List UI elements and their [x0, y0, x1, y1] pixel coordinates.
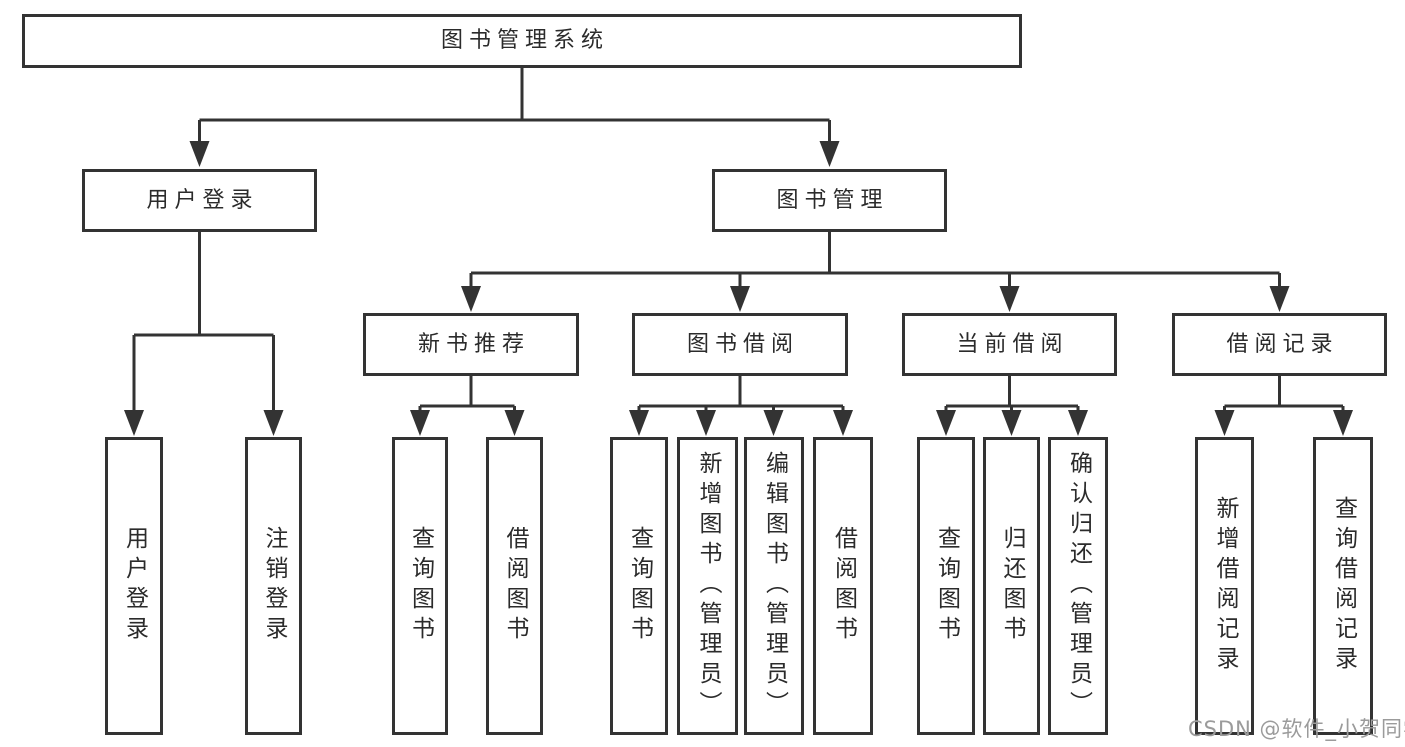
- leaf-add-book-admin: 新增图书（管理员）: [677, 437, 738, 735]
- leaf-label: 查询借阅记录: [1330, 496, 1357, 676]
- leaf-logout: 注销登录: [245, 437, 302, 735]
- node-label: 新书推荐: [417, 331, 530, 357]
- leaf-edit-book-admin: 编辑图书（管理员）: [744, 437, 804, 735]
- csdn-watermark: CSDN @软件_小贺同学: [1188, 717, 1405, 741]
- leaf-borrow-books-2: 借阅图书: [813, 437, 873, 735]
- leaf-label: 归还图书: [999, 526, 1025, 646]
- node-label: 图书管理: [776, 187, 889, 213]
- node-borrowing-records: 借阅记录: [1172, 313, 1387, 376]
- node-label: 当前借阅: [956, 331, 1069, 357]
- leaf-label: 确认归还（管理员）: [1065, 451, 1092, 721]
- node-current-borrowing: 当前借阅: [902, 313, 1117, 376]
- node-book-borrowing: 图书借阅: [632, 313, 848, 376]
- leaf-label: 查询图书: [407, 526, 434, 646]
- leaf-label: 新增借阅记录: [1212, 496, 1238, 676]
- leaf-query-books-3: 查询图书: [917, 437, 975, 735]
- leaf-return-book: 归还图书: [983, 437, 1040, 735]
- node-label: 借阅记录: [1226, 331, 1339, 357]
- leaf-confirm-return-admin: 确认归还（管理员）: [1048, 437, 1108, 735]
- node-label: 图书管理系统: [440, 28, 609, 53]
- leaf-query-books: 查询图书: [392, 437, 448, 735]
- leaf-borrow-books: 借阅图书: [486, 437, 543, 735]
- node-new-book-recommendation: 新书推荐: [363, 313, 579, 376]
- node-label: 用户登录: [146, 187, 259, 213]
- leaf-label: 编辑图书（管理员）: [761, 451, 788, 721]
- leaf-label: 新增图书（管理员）: [695, 451, 721, 721]
- leaf-label: 用户登录: [121, 526, 148, 646]
- node-library-management-system: 图书管理系统: [22, 14, 1022, 68]
- node-book-management: 图书管理: [712, 169, 947, 232]
- leaf-query-borrow-record: 查询借阅记录: [1313, 437, 1373, 735]
- leaf-label: 查询图书: [626, 526, 653, 646]
- leaf-user-login: 用户登录: [105, 437, 163, 735]
- leaf-add-borrow-record: 新增借阅记录: [1195, 437, 1254, 735]
- leaf-query-books-2: 查询图书: [610, 437, 668, 735]
- leaf-label: 注销登录: [261, 526, 287, 646]
- leaf-label: 借阅图书: [830, 526, 857, 646]
- node-label: 图书借阅: [686, 331, 799, 357]
- leaf-label: 查询图书: [933, 526, 960, 646]
- node-user-login: 用户登录: [82, 169, 317, 232]
- leaf-label: 借阅图书: [502, 526, 528, 646]
